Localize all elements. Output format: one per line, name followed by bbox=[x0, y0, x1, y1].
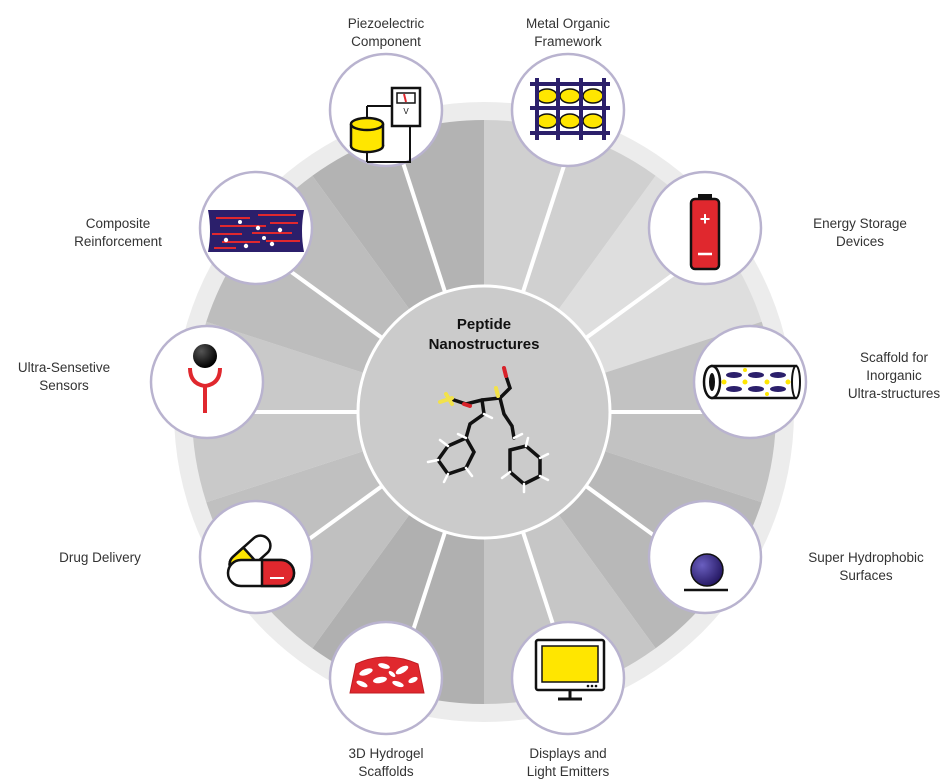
label-composite-line2: Reinforcement bbox=[74, 234, 162, 249]
label-mof-line2: Framework bbox=[534, 34, 602, 49]
label-energy-line2: Devices bbox=[836, 234, 884, 249]
node-circle-sensors bbox=[149, 324, 265, 440]
center-hub: Peptide Nanostructures bbox=[356, 284, 612, 540]
label-energy-line1: Energy Storage bbox=[813, 216, 907, 231]
hydrogel-icon bbox=[349, 656, 425, 694]
center-title-line1: Peptide bbox=[457, 316, 511, 333]
mof-lattice-icon bbox=[530, 78, 610, 140]
node-hydrophobic: Super Hydrophobic Surfaces bbox=[647, 499, 924, 615]
label-hydrophobic-line2: Surfaces bbox=[839, 568, 893, 583]
label-hydrogel-line1: 3D Hydrogel bbox=[348, 746, 423, 761]
node-energy: + Energy Storage Devices bbox=[647, 170, 907, 286]
label-mof-line1: Metal Organic bbox=[526, 16, 610, 31]
svg-text:+: + bbox=[700, 209, 711, 229]
battery-icon: + bbox=[689, 194, 721, 271]
label-displays-line1: Displays and bbox=[529, 746, 606, 761]
node-piezoelectric: V Piezoelectric Component bbox=[328, 16, 444, 168]
label-sensors-line1: Ultra-Sensetive bbox=[18, 360, 110, 375]
label-piezoelectric-line2: Component bbox=[351, 34, 421, 49]
label-scaffold-line3: Ultra-structures bbox=[848, 386, 941, 401]
center-title-line2: Nanostructures bbox=[429, 336, 540, 353]
label-hydrogel-line2: Scaffolds bbox=[358, 764, 414, 779]
droplet-on-surface-icon bbox=[684, 553, 728, 592]
capsules-icon bbox=[226, 534, 296, 588]
svg-text:V: V bbox=[403, 107, 409, 116]
label-composite-line1: Composite bbox=[86, 216, 151, 231]
monitor-icon bbox=[534, 638, 606, 701]
label-scaffold-line2: Inorganic bbox=[866, 368, 922, 383]
node-composite: Composite Reinforcement bbox=[74, 170, 314, 286]
composite-fibers-icon bbox=[208, 210, 304, 252]
node-circle-piezoelectric bbox=[328, 52, 444, 168]
node-displays: Displays and Light Emitters bbox=[510, 620, 626, 779]
nanotube-scaffold-icon bbox=[702, 364, 801, 400]
node-sensors: Ultra-Sensetive Sensors bbox=[18, 324, 265, 440]
label-drug-line1: Drug Delivery bbox=[59, 550, 141, 565]
label-scaffold-line1: Scaffold for bbox=[860, 350, 929, 365]
label-sensors-line2: Sensors bbox=[39, 378, 89, 393]
label-displays-line2: Light Emitters bbox=[527, 764, 610, 779]
label-hydrophobic-line1: Super Hydrophobic bbox=[808, 550, 924, 565]
node-scaffold-inorganic: Scaffold for Inorganic Ultra-structures bbox=[692, 324, 941, 440]
piezoelectric-meter-icon: V bbox=[349, 86, 422, 163]
node-mof: Metal Organic Framework bbox=[510, 16, 626, 168]
label-piezoelectric-line1: Piezoelectric bbox=[348, 16, 425, 31]
diphenylalanine-molecule-icon bbox=[426, 366, 550, 494]
node-hydrogel: 3D Hydrogel Scaffolds bbox=[328, 620, 444, 779]
node-drug: Drug Delivery bbox=[59, 499, 314, 615]
sensor-icon bbox=[188, 344, 222, 413]
